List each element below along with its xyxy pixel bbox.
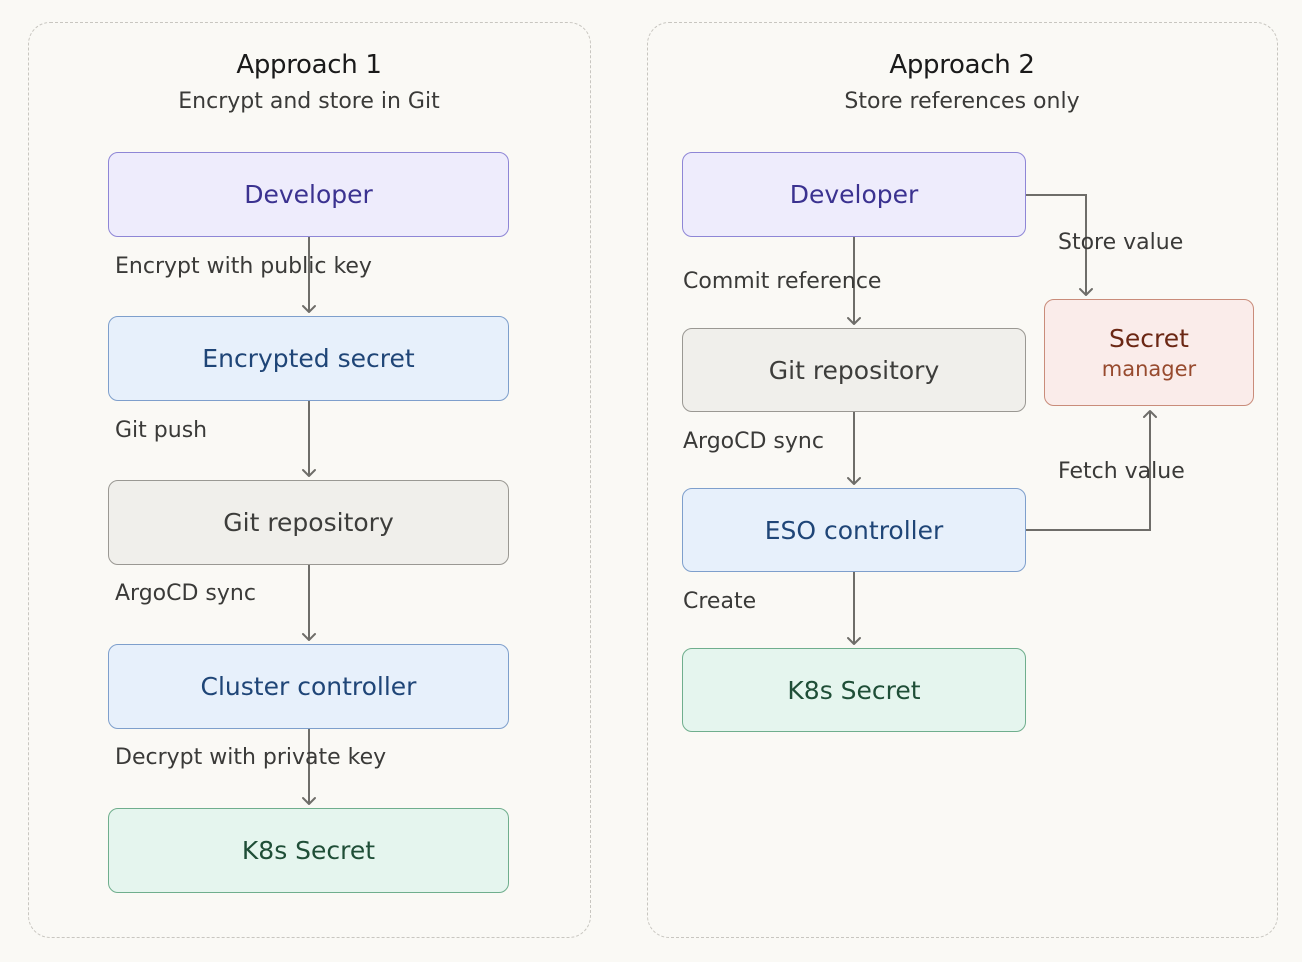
approach-1-argocd-sync-label: ArgoCD sync [115,581,256,606]
edge-eso-controller-to-secret-manager [1026,410,1157,531]
approach-1-git-repository-node: Git repository [108,480,509,565]
git-push-label: Git push [115,418,208,443]
approach-2-panel [647,22,1278,938]
fetch-value-label: Fetch value [1058,459,1185,484]
approach-1-panel [28,22,591,938]
eso-controller-node: ESO controller [682,488,1026,572]
k8s-secret-label: K8s Secret [787,675,921,705]
approach-2-developer-node: Developer [682,152,1026,237]
secret-manager-subtitle: manager [1101,357,1197,381]
developer-label: Developer [789,180,919,209]
k8s-secret-label: K8s Secret [241,836,376,865]
developer-label: Developer [244,180,373,209]
create-label: Create [683,589,757,614]
approach-2-k8s-secret-node: K8s Secret [682,648,1026,732]
approach-2-argocd-sync-label: ArgoCD sync [683,429,824,454]
approach-1-developer-node: Developer [108,152,509,237]
encrypt-with-public-key-label: Encrypt with public key [115,254,372,279]
cluster-controller-label: Cluster controller [200,672,417,701]
approach-2-title: Approach 2 [889,50,1035,80]
approach-2-git-repository-node: Git repository [682,328,1026,412]
decrypt-with-private-key-label: Decrypt with private key [115,745,387,770]
approach-1-subtitle: Encrypt and store in Git [178,89,440,114]
encrypted-secret-label: Encrypted secret [202,344,415,373]
git-repository-label: Git repository [768,355,940,385]
edge-developer-to-secret-manager [1026,194,1093,296]
encrypted-secret-node: Encrypted secret [108,316,509,401]
secret-manager-title: Secret [1109,324,1189,353]
approach-1-k8s-secret-node: K8s Secret [108,808,509,893]
approach-1-title: Approach 1 [236,50,382,80]
eso-controller-label: ESO controller [764,515,944,545]
store-value-label: Store value [1058,230,1184,255]
approach-2-subtitle: Store references only [844,89,1080,114]
git-repository-label: Git repository [223,508,394,537]
cluster-controller-node: Cluster controller [108,644,509,729]
commit-reference-label: Commit reference [683,269,882,294]
secret-manager-node: Secret manager [1044,299,1254,406]
